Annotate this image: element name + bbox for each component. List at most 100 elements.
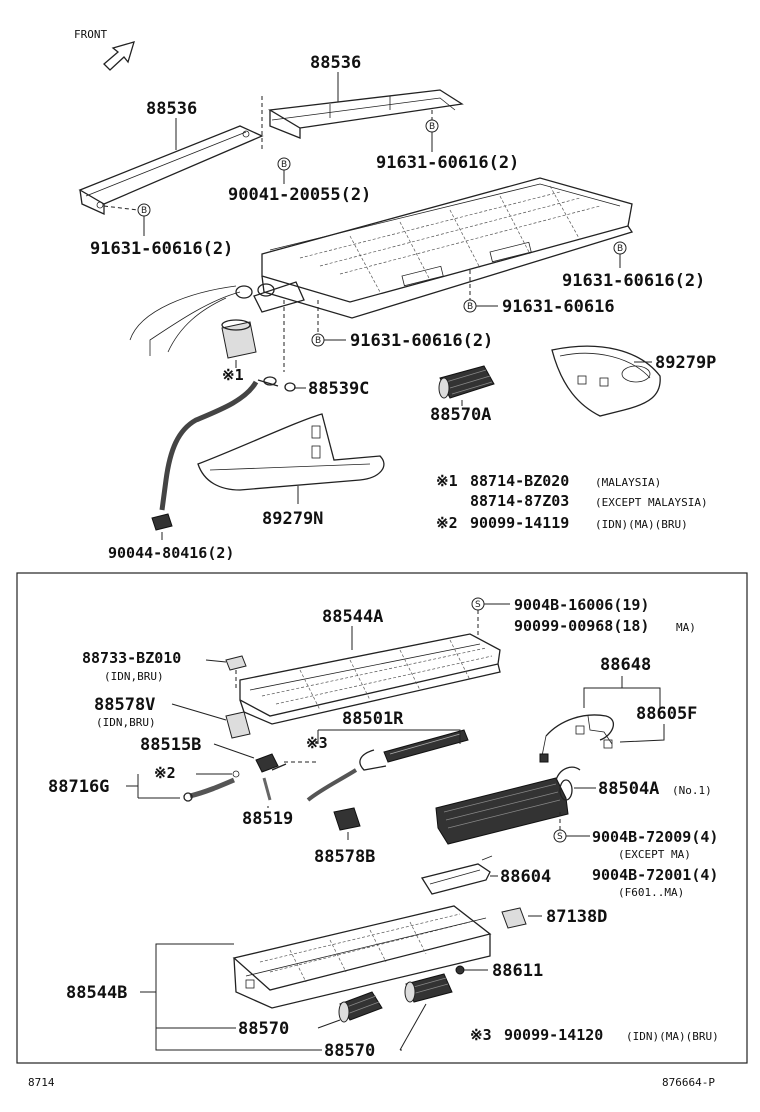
note2-note: (IDN)(MA)(BRU) — [595, 518, 688, 531]
callout-89279N: 89279N — [262, 509, 323, 529]
filter-88570A — [438, 365, 495, 406]
callout-88611: 88611 — [492, 961, 543, 981]
callout-88605F: 88605F — [636, 704, 697, 724]
callout-90044: 90044-80416(2) — [108, 544, 234, 562]
evaporator-88504A — [435, 766, 596, 845]
label-plate-88733 — [205, 655, 247, 688]
bracket-88604 — [420, 855, 498, 895]
callout-89279P: 89279P — [655, 353, 716, 373]
callout-88648: 88648 — [600, 655, 651, 675]
harness-88648 — [539, 676, 665, 763]
callout-9004B-16006: 9004B-16006(19) — [514, 596, 649, 614]
callout-9004B-72001-note: (F601..MA) — [618, 886, 684, 899]
svg-text:S: S — [557, 832, 563, 842]
callout-88504A-note: (No.1) — [672, 784, 712, 797]
callout-88716G: 88716G — [48, 777, 109, 797]
front-label: FRONT — [74, 28, 107, 41]
bolt-90041: B — [277, 157, 291, 184]
callout-88519: 88519 — [242, 809, 293, 829]
note1-line1: 88714-BZ020 — [470, 472, 569, 490]
note2-line: 90099-14119 — [470, 514, 569, 532]
callout-88504A: 88504A — [598, 779, 659, 799]
callout-88544A: 88544A — [322, 607, 383, 627]
callout-88570-a: 88570 — [238, 1019, 289, 1039]
callout-91631-left: 91631-60616(2) — [90, 239, 233, 259]
clip-87138D — [501, 907, 542, 929]
svg-text:B: B — [617, 244, 623, 254]
svg-text:B: B — [467, 302, 473, 312]
note3-note: (IDN)(MA)(BRU) — [626, 1030, 719, 1043]
callout-88578B: 88578B — [314, 847, 375, 867]
duct-88544B — [232, 905, 492, 1009]
pad-88578V — [171, 703, 251, 739]
rail-88536-left — [78, 125, 264, 216]
callout-88515B: 88515B — [140, 735, 201, 755]
valve-88515B — [213, 743, 318, 808]
svg-text:B: B — [141, 206, 147, 216]
callout-90099-00968-note: MA) — [676, 621, 696, 634]
note2-mark: ※2 — [436, 514, 458, 532]
drain-hose-88539C — [159, 300, 306, 511]
bolt-bottom-duct: B — [311, 300, 346, 347]
callout-88733-note: (IDN,BRU) — [104, 670, 164, 683]
svg-text:B: B — [429, 122, 435, 132]
callout-88536-left: 88536 — [146, 99, 197, 119]
note1-line1-note: (MALAYSIA) — [595, 476, 661, 489]
mark2-tag: ※2 — [154, 764, 176, 782]
callout-9004B-72009: 9004B-72009(4) — [592, 828, 718, 846]
cover-89279N — [197, 413, 385, 504]
callout-88570A: 88570A — [430, 405, 491, 425]
callout-90099-00968: 90099-00968(18) — [514, 617, 649, 635]
callout-88536-right: 88536 — [310, 53, 361, 73]
callout-9004B-72009-note: (EXCEPT MA) — [618, 848, 691, 861]
note3-line: 90099-14120 — [504, 1026, 603, 1044]
callout-91631-right: 91631-60616(2) — [562, 271, 705, 291]
callout-87138D: 87138D — [546, 907, 607, 927]
footer-page-right: 876664-P — [662, 1076, 715, 1089]
grommet-88611 — [455, 965, 488, 975]
hose-fitting-88714 — [221, 319, 257, 368]
screw-9004B-16006: S — [471, 597, 510, 636]
grommet-90044 — [151, 513, 173, 540]
callout-88544B: 88544B — [66, 983, 127, 1003]
callout-91631-bottom: 91631-60616(2) — [350, 331, 493, 351]
bolt-mid-duct: B — [463, 270, 498, 313]
bolt-top-right: B — [425, 110, 439, 152]
front-arrow-icon — [103, 41, 135, 71]
cover-89279P — [551, 345, 661, 417]
callout-90041: 90041-20055(2) — [228, 185, 371, 205]
callout-88733: 88733-BZ010 — [82, 649, 181, 667]
expansion-valve-88501R — [306, 729, 469, 802]
pad-88578B — [333, 807, 361, 840]
callout-91631-top: 91631-60616(2) — [376, 153, 519, 173]
callout-88539C: 88539C — [308, 379, 369, 399]
lower-assembly-frame — [16, 572, 748, 1064]
svg-text:B: B — [315, 336, 321, 346]
callout-9004B-72001: 9004B-72001(4) — [592, 866, 718, 884]
svg-text:B: B — [281, 160, 287, 170]
callout-88578V: 88578V — [94, 695, 155, 715]
svg-text:S: S — [475, 600, 481, 610]
bolt-left-rail: B — [103, 203, 151, 236]
callout-91631-mid: 91631-60616 — [502, 297, 615, 317]
callout-88570-b: 88570 — [324, 1041, 375, 1061]
footer-page-left: 8714 — [28, 1076, 55, 1089]
leader-88544B-88570 — [140, 943, 402, 1051]
note1-line2-note: (EXCEPT MALAYSIA) — [595, 496, 708, 509]
filter-88570-b — [399, 973, 453, 1051]
screw-9004B-72009: S — [553, 812, 590, 843]
note1-line2: 88714-87Z03 — [470, 492, 569, 510]
duct-88544A — [239, 626, 501, 725]
hose-88716G — [126, 770, 240, 802]
duct-assembly-upper — [129, 177, 634, 356]
rail-88536-right — [268, 89, 464, 139]
note1-mark: ※1 — [436, 472, 458, 490]
callout-88578V-note: (IDN,BRU) — [96, 716, 156, 729]
filter-88570-a — [338, 991, 383, 1023]
mark3-tag: ※3 — [306, 734, 328, 752]
bolt-right-duct: B — [613, 241, 627, 268]
mark1-tag: ※1 — [222, 366, 244, 384]
callout-88604: 88604 — [500, 867, 551, 887]
callout-88501R: 88501R — [342, 709, 404, 729]
